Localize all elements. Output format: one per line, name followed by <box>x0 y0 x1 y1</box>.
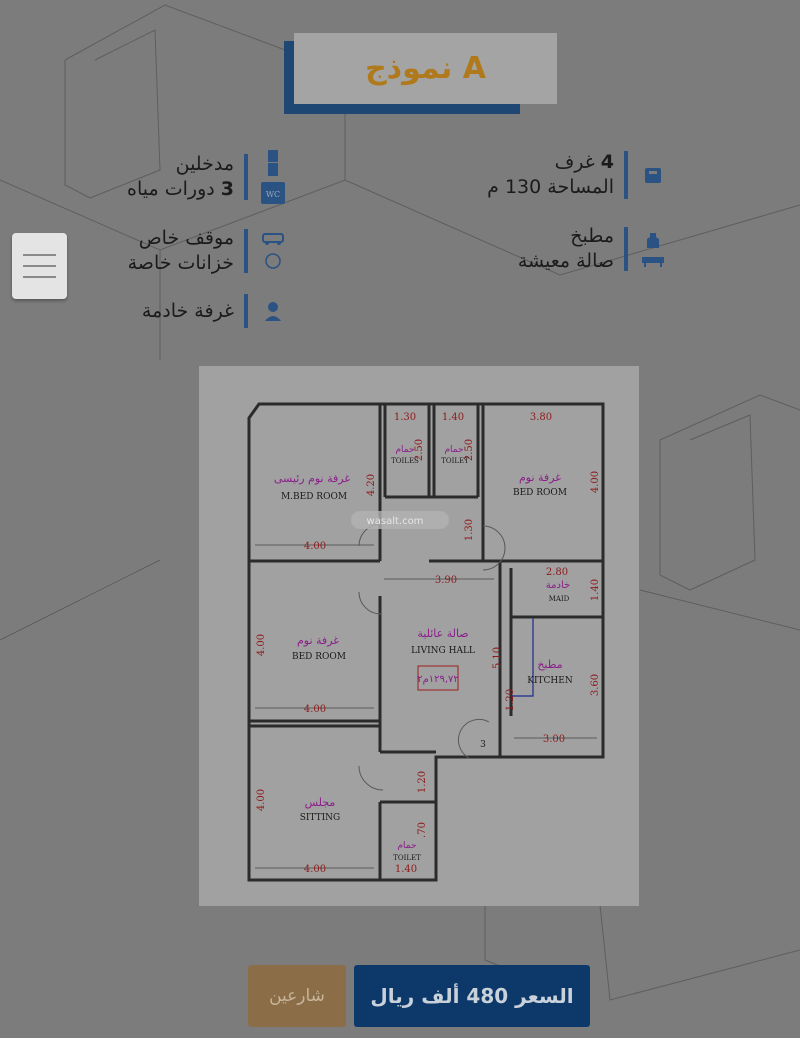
share-button[interactable]: شارعين <box>248 965 346 1027</box>
area-label: ١٢٩,٧٢م٢ <box>417 674 459 685</box>
feature-maid-room: غرفة خادمة <box>142 294 288 328</box>
room-label: TOILET <box>393 854 421 862</box>
room-label: حمام <box>397 841 416 851</box>
feature-line: المساحة 130 م <box>487 176 614 198</box>
room-label: LIVING HALL <box>411 646 475 656</box>
watermark: wasalt.com <box>351 511 449 529</box>
room-label: حمام <box>395 445 414 455</box>
feature-line: غرفة خادمة <box>141 299 234 322</box>
dim-label: 1.40 <box>395 864 417 875</box>
dim-label: 1.30 <box>464 519 475 541</box>
room-label: SITTING <box>300 813 341 823</box>
room-label: BED ROOM <box>513 488 567 498</box>
room-label: غرفة نوم رئيسى <box>274 472 350 485</box>
dim-label: 4.00 <box>256 634 267 656</box>
room-label: غرفة نوم <box>519 471 561 484</box>
wc-icon: WC <box>261 182 285 204</box>
room-label: TOILES <box>391 457 419 465</box>
feature-line: خزانات خاصة <box>127 252 234 274</box>
room-label: M.BED ROOM <box>281 492 347 502</box>
share-label: شارعين <box>269 986 325 1006</box>
room-label: خادمة <box>546 580 570 591</box>
room-label: KITCHEN <box>527 676 573 686</box>
dim-label: 3.80 <box>530 412 552 423</box>
watermark-text: wasalt.com <box>367 516 424 527</box>
feature-line: صالة معيشة <box>517 250 614 272</box>
menu-button[interactable] <box>12 233 67 299</box>
feature-line: موقف خاص <box>138 227 234 249</box>
dim-label: 5.10 <box>492 647 503 669</box>
tank-icon <box>265 253 281 269</box>
feature-line: 4 غرف <box>554 151 614 173</box>
feature-line: 3 دورات مياه <box>127 178 234 200</box>
dim-label: .70 <box>417 822 428 838</box>
dim-label: 1.30 <box>394 412 416 423</box>
dim-label: 3.00 <box>543 734 565 745</box>
door-icon <box>268 150 278 176</box>
dim-label: 4.00 <box>304 541 326 552</box>
feature-line: مطبخ <box>570 225 614 247</box>
dim-label: 4.20 <box>366 474 377 496</box>
dim-label: 1.40 <box>442 412 464 423</box>
dim-label: 1.40 <box>590 579 601 601</box>
bed-icon <box>645 168 661 183</box>
feature-parking-tanks: موقف خاص خزانات خاصة <box>128 226 288 276</box>
page-title: نموذج A <box>365 51 486 86</box>
feature-kitchen-living: مطبخ صالة معيشة <box>518 224 668 274</box>
room-label: مجلس <box>305 796 336 809</box>
dim-label: 4.00 <box>590 471 601 493</box>
hamburger-line <box>23 265 56 267</box>
dim-label: 1.20 <box>505 689 516 711</box>
room-label: مطبخ <box>537 658 562 671</box>
dim-label: 2.80 <box>546 567 568 578</box>
dim-label: 4.00 <box>304 704 326 715</box>
car-icon <box>262 233 284 245</box>
room-label: BED ROOM <box>292 652 346 662</box>
dim-label: 2.50 <box>414 439 425 461</box>
hamburger-line <box>23 276 56 278</box>
dim-label: 4.00 <box>304 864 326 875</box>
feature-rooms-area: 4 غرف المساحة 130 م <box>487 150 668 200</box>
price-button[interactable]: السعر 480 ألف ريال <box>354 965 590 1027</box>
person-icon <box>265 302 281 321</box>
dim-label: 2.50 <box>464 439 475 461</box>
room-label: غرفة نوم <box>297 634 339 647</box>
svg-text:WC: WC <box>266 190 280 199</box>
model-title: نموذج A <box>294 33 557 104</box>
room-label: حمام <box>444 445 463 455</box>
dim-label: 3.60 <box>590 674 601 696</box>
room-label: MAID <box>549 595 570 603</box>
room-label: TOILET <box>441 457 469 465</box>
stair-label: 3 <box>480 740 486 750</box>
dim-label: 4.00 <box>256 789 267 811</box>
feature-line: مدخلين <box>175 153 234 175</box>
dim-label: 3.90 <box>435 575 457 586</box>
floor-plan-drawing: 1.30 1.40 3.80 2.50 2.50 4.20 4.00 1.30 … <box>247 402 605 882</box>
feature-entrances-wc: WC مدخلين 3 دورات مياه <box>127 150 288 204</box>
floor-plan: 1.30 1.40 3.80 2.50 2.50 4.20 4.00 1.30 … <box>199 366 639 906</box>
dim-label: 1.20 <box>417 771 428 793</box>
apron-icon <box>647 233 659 248</box>
sofa-icon <box>642 257 664 267</box>
price-label: السعر 480 ألف ريال <box>370 984 574 1008</box>
hamburger-icon <box>23 254 56 256</box>
room-label: صالة عائلية <box>417 627 468 640</box>
